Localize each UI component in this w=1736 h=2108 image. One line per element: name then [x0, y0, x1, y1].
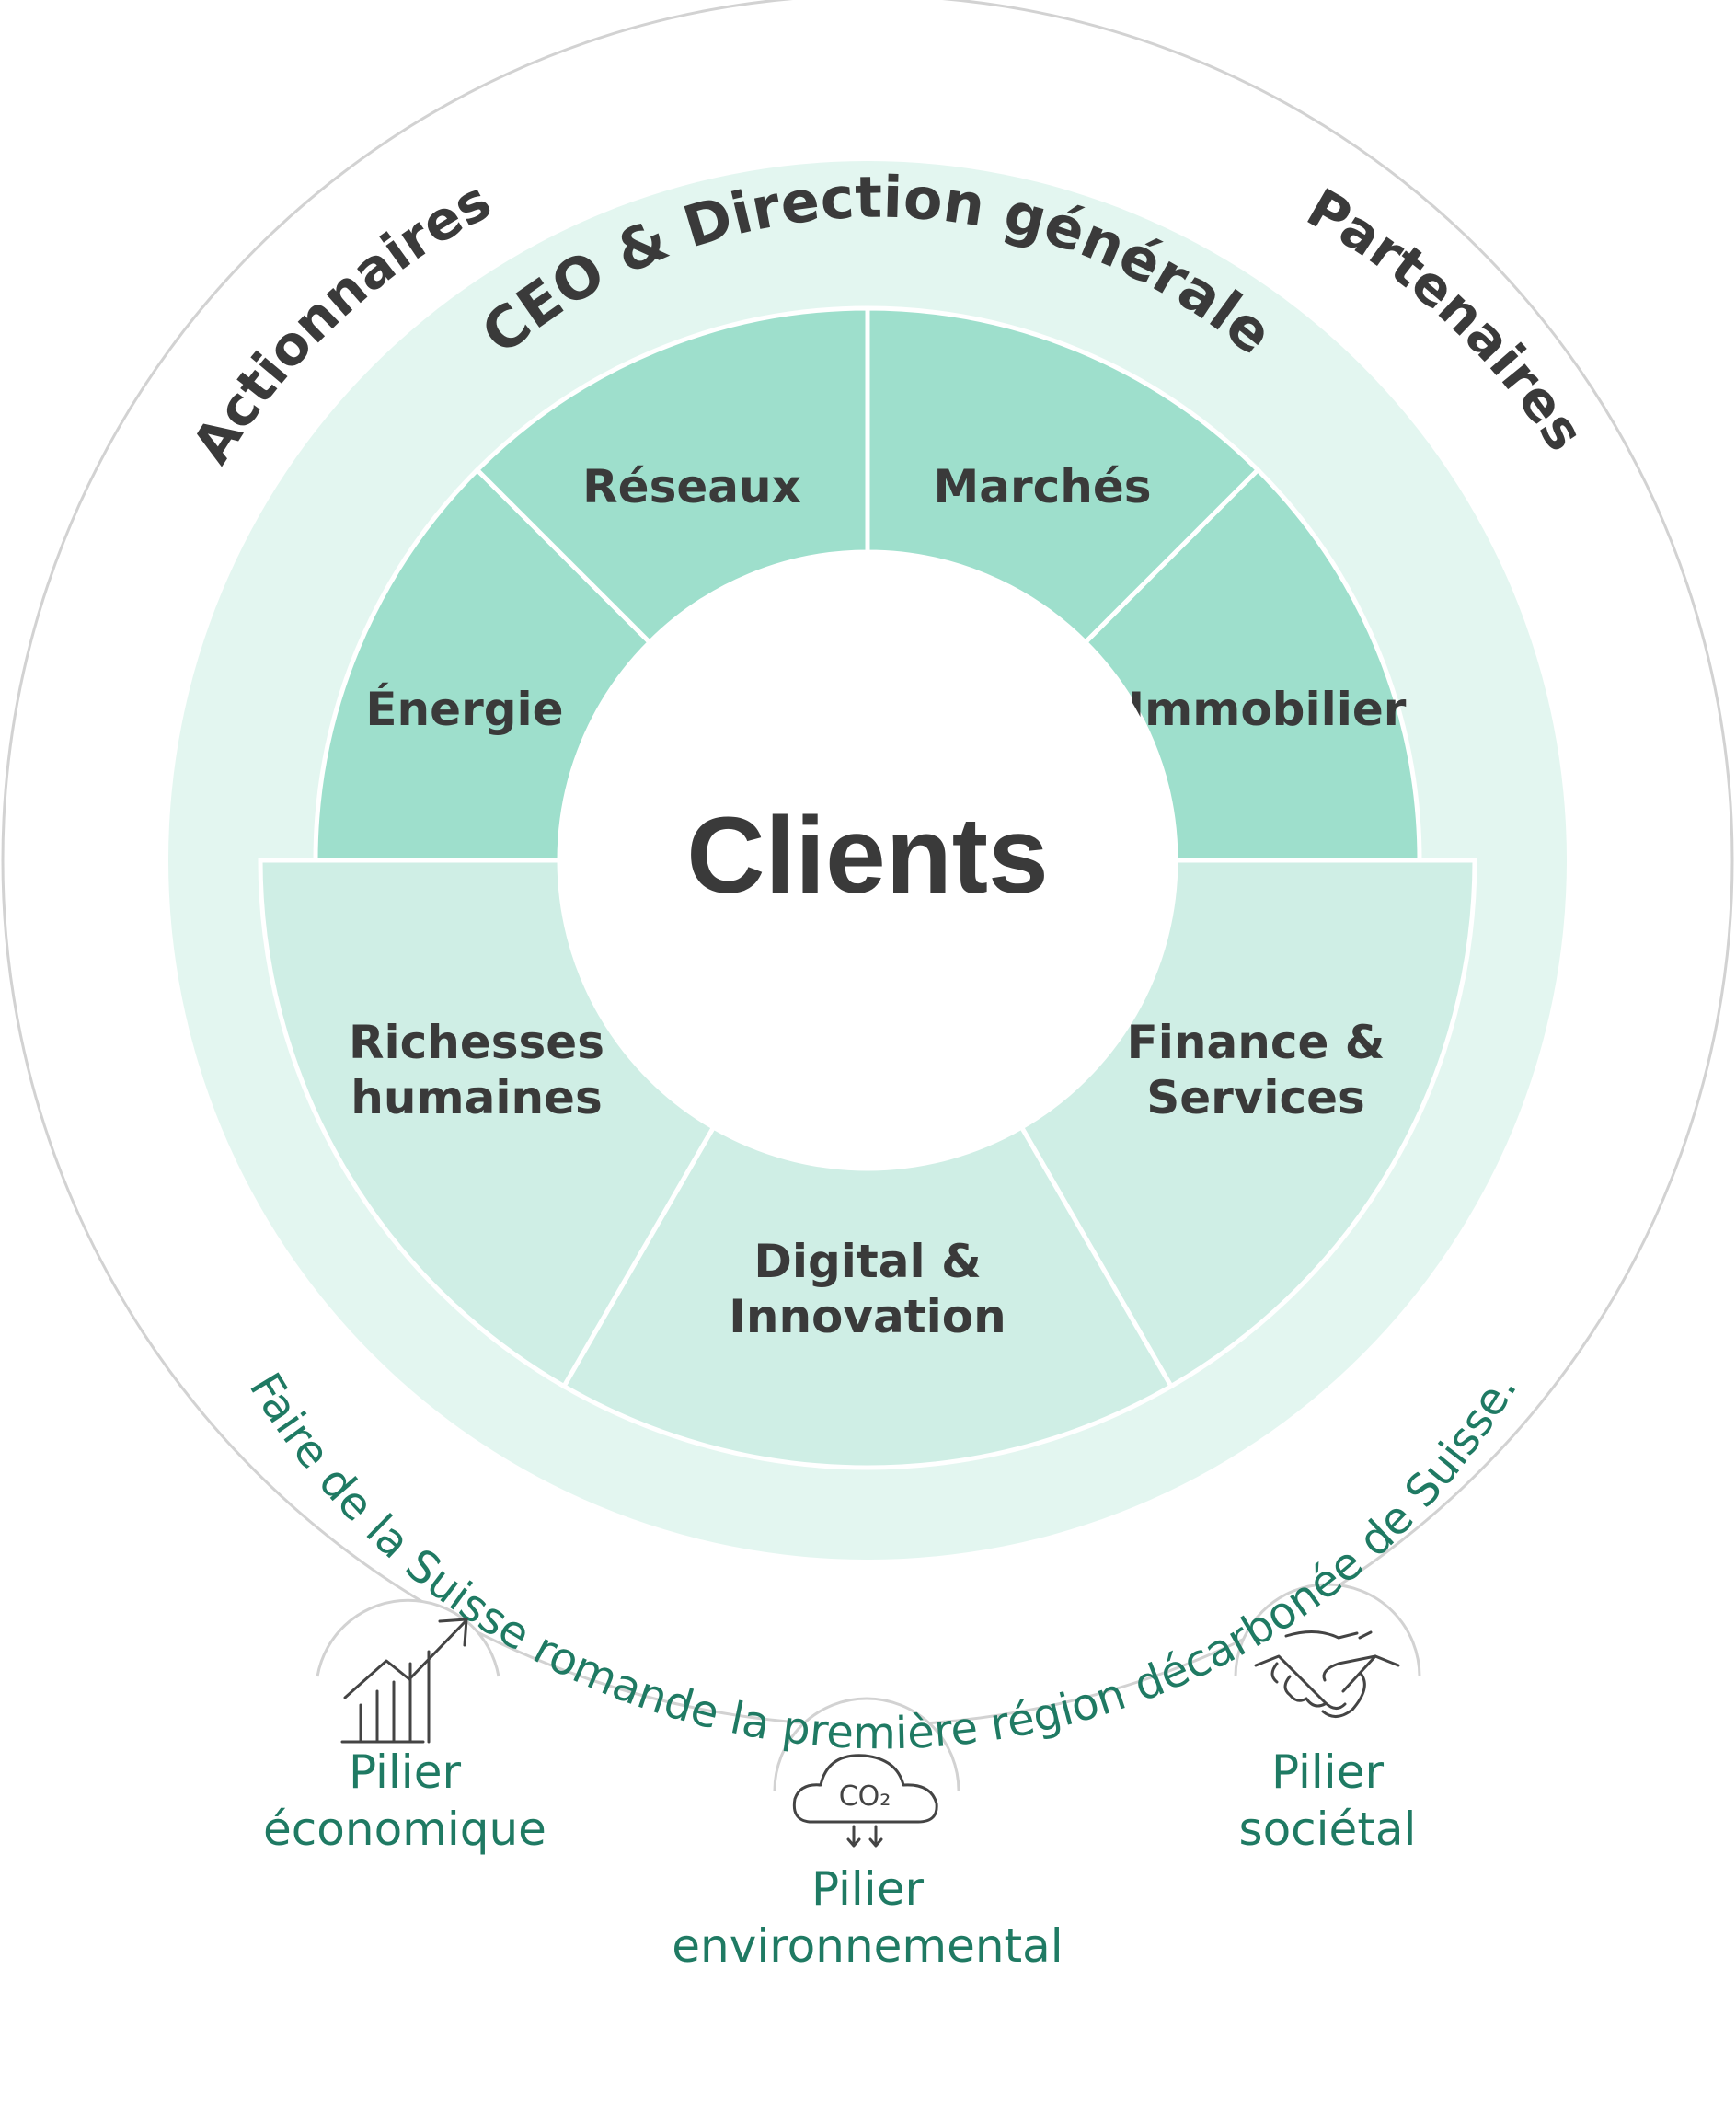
segment-reseaux-label: Réseaux — [582, 460, 801, 513]
pillar-arcs — [316, 1583, 1421, 1791]
segment-finance-services-label: Finance & — [1127, 1016, 1385, 1069]
growth-chart-icon — [340, 1618, 468, 1744]
segment-immobilier-label: Immobilier — [1128, 683, 1407, 736]
pillar-societal-label: Pilier — [1271, 1745, 1384, 1799]
svg-text:CO₂: CO₂ — [839, 1780, 891, 1813]
pillars: PilieréconomiquePilierenvironnementalPil… — [263, 1745, 1416, 1973]
segment-richesses-humaines-label: humaines — [351, 1071, 602, 1124]
segment-energie — [313, 467, 653, 863]
pillar-environnemental-label: environnemental — [672, 1919, 1063, 1973]
segment-energie-label: Énergie — [365, 682, 563, 736]
segment-richesses-humaines-label: Richesses — [349, 1016, 604, 1069]
pillar-economique-label: Pilier — [349, 1745, 461, 1799]
segment-finance-services-label: Services — [1146, 1071, 1365, 1124]
segment-digital-innovation-label: Digital & — [753, 1235, 981, 1288]
segment-marches-label: Marchés — [933, 460, 1151, 513]
segment-digital-innovation-label: Innovation — [729, 1290, 1006, 1343]
pillar-environnemental-label: Pilier — [811, 1862, 924, 1916]
pillar-societal-label: sociétal — [1239, 1803, 1417, 1856]
segment-reseaux — [474, 305, 870, 646]
pillar-economique-label: économique — [263, 1803, 546, 1856]
center-circle — [559, 552, 1176, 1169]
handshake-icon — [1254, 1630, 1400, 1718]
center-label: Clients — [686, 795, 1048, 916]
co2-cloud-icon: CO₂ — [792, 1754, 938, 1848]
